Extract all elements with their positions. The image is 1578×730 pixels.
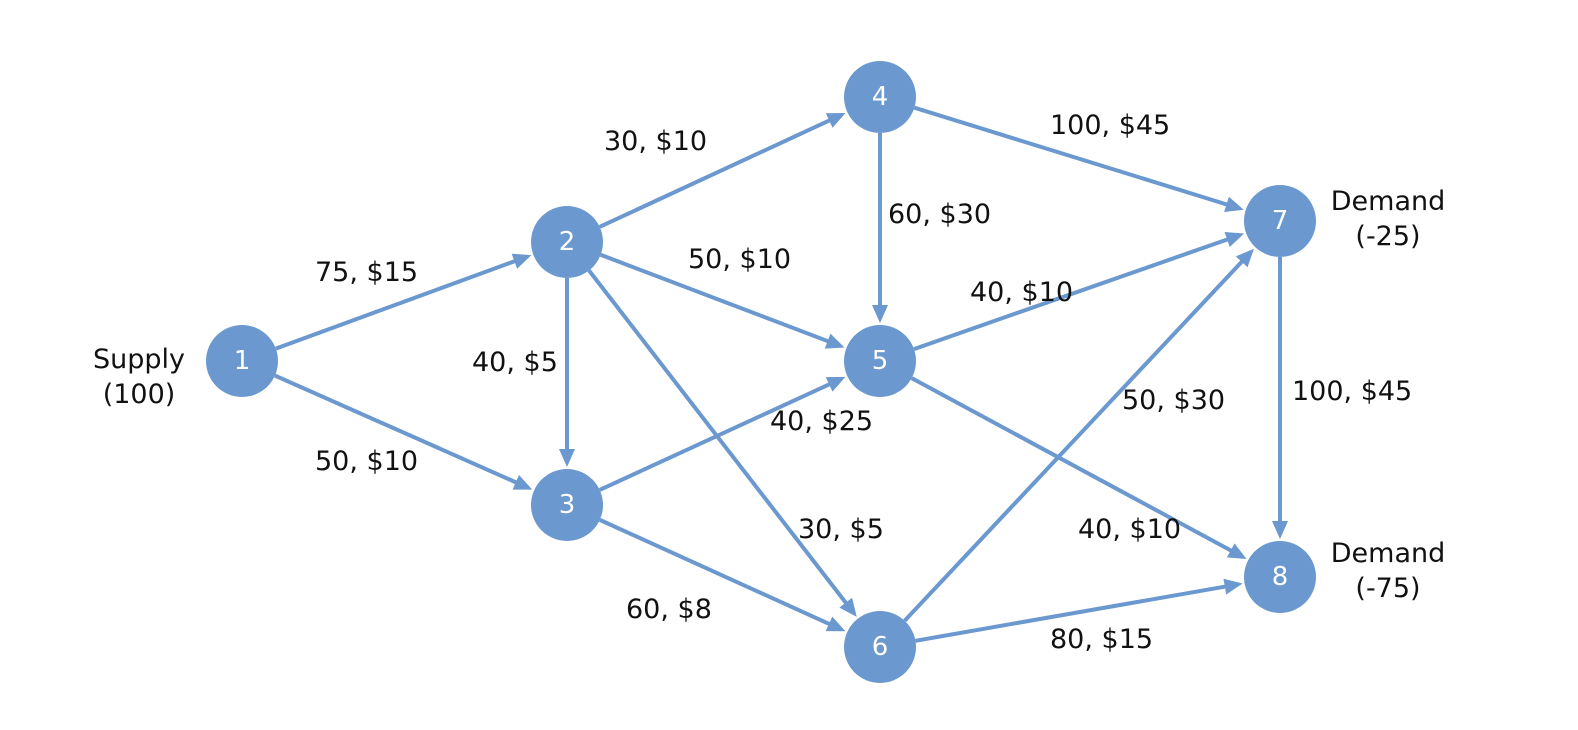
node-circle-4 — [844, 61, 916, 133]
node-circle-3 — [531, 469, 603, 541]
demand-7-label: Demand — [1331, 186, 1446, 217]
arrowhead-2-4 — [825, 112, 846, 128]
supply-label: Supply — [93, 344, 185, 375]
edge-1-2 — [275, 258, 517, 351]
node-circle-6 — [844, 611, 916, 683]
node-label-3: 3 — [559, 490, 576, 520]
edge-label-2-5: 50, $10 — [688, 244, 791, 275]
labels-layer: 75, $15 50, $10 30, $10 50, $10 40, $5 30, $5… — [315, 110, 1412, 655]
node-3: 3 — [531, 469, 603, 541]
edge-label-3-5: 40, $25 — [770, 406, 873, 437]
arrowhead-6-8 — [1223, 578, 1243, 595]
node-6: 6 — [844, 611, 916, 683]
node-label-8: 8 — [1272, 562, 1289, 592]
node-circle-8 — [1244, 541, 1316, 613]
edge-label-2-4: 30, $10 — [604, 126, 707, 157]
node-circle-2 — [531, 206, 603, 278]
demand-8-amount: (-75) — [1355, 573, 1420, 604]
node-label-4: 4 — [872, 82, 889, 112]
node-8: 8 — [1244, 541, 1316, 613]
arrowhead-3-6 — [825, 616, 846, 632]
demand-7-amount: (-25) — [1355, 221, 1420, 252]
edge-label-4-7: 100, $45 — [1050, 110, 1170, 141]
supply-amount: (100) — [103, 379, 176, 410]
edge-label-6-7: 50, $30 — [1122, 385, 1225, 416]
node-circle-7 — [1244, 185, 1316, 257]
node-2: 2 — [531, 206, 603, 278]
edge-label-5-7: 40, $10 — [970, 277, 1073, 308]
edge-label-1-3: 50, $10 — [315, 446, 418, 477]
edge-label-2-3: 40, $5 — [472, 347, 558, 378]
node-label-5: 5 — [872, 346, 889, 376]
node-7: 7 — [1244, 185, 1316, 257]
edge-label-6-8: 80, $15 — [1050, 624, 1153, 655]
edge-2-4 — [598, 117, 832, 229]
edge-5-7 — [913, 236, 1230, 351]
node-circle-5 — [844, 325, 916, 397]
node-label-1: 1 — [234, 346, 251, 376]
arrowhead-6-7 — [1235, 248, 1254, 268]
node-label-2: 2 — [559, 227, 576, 257]
edge-label-2-6: 30, $5 — [798, 514, 884, 545]
arrowhead-2-6 — [839, 597, 857, 617]
arrowhead-3-5 — [825, 376, 846, 392]
edge-label-3-6: 60, $8 — [626, 594, 712, 625]
arrowhead-2-3 — [559, 449, 575, 467]
edge-label-7-8: 100, $45 — [1292, 376, 1412, 407]
edge-6-7 — [903, 258, 1245, 623]
demand-8-label: Demand — [1331, 538, 1446, 569]
node-4: 4 — [844, 61, 916, 133]
arrowhead-7-8 — [1272, 521, 1288, 539]
arrowhead-5-8 — [1226, 543, 1247, 559]
arrowhead-5-7 — [1224, 231, 1245, 248]
edge-label-4-5: 60, $30 — [888, 199, 991, 230]
edge-5-8 — [910, 376, 1234, 554]
node-label-7: 7 — [1272, 206, 1289, 236]
node-label-6: 6 — [872, 632, 889, 662]
edge-6-8 — [915, 584, 1228, 643]
nodes-layer: 1 2 3 4 5 6 7 8 — [206, 61, 1316, 683]
edge-1-3 — [274, 373, 519, 485]
edge-label-1-2: 75, $15 — [315, 257, 418, 288]
edge-3-6 — [598, 518, 832, 627]
arrowhead-4-5 — [872, 305, 888, 323]
node-5: 5 — [844, 325, 916, 397]
arrowhead-1-2 — [511, 253, 532, 269]
edge-label-5-8: 40, $10 — [1078, 514, 1181, 545]
node-circle-1 — [206, 325, 278, 397]
edges-layer — [274, 105, 1288, 643]
arrowhead-2-5 — [824, 333, 845, 349]
arrowhead-1-3 — [512, 475, 533, 490]
edge-2-5 — [599, 252, 831, 344]
edge-3-5 — [598, 381, 832, 492]
edge-4-7 — [913, 105, 1230, 207]
node-1: 1 — [206, 325, 278, 397]
arrowhead-4-7 — [1224, 196, 1244, 213]
